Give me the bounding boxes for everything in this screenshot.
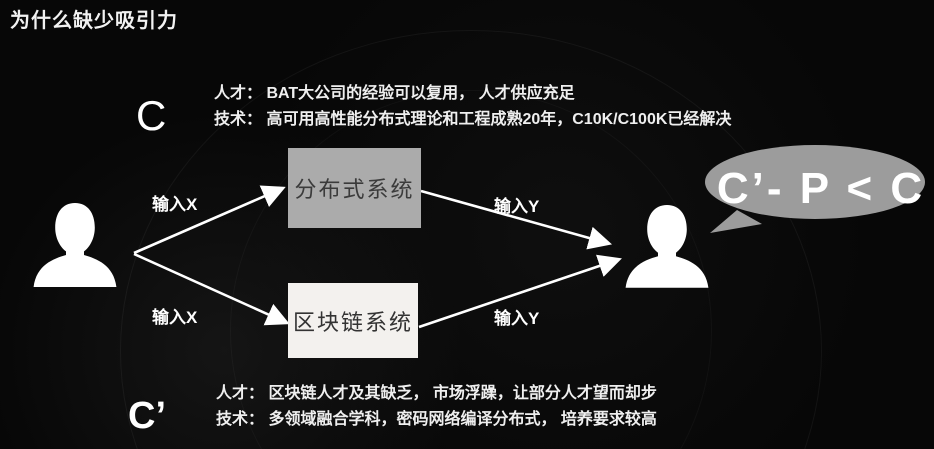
bottom-note-talent: 人才： 区块链人才及其缺乏， 市场浮躁，让部分人才望而却步: [216, 385, 657, 402]
top-note-tech: 技术： 高可用高性能分布式理论和工程成熟20年，C10K/C100K已经解决: [214, 111, 732, 128]
arrow-input-y-top: [420, 189, 613, 250]
top-annotation: 人才： BAT大公司的经验可以复用， 人才供应充足 技术： 高可用高性能分布式理…: [214, 81, 731, 133]
distributed-system-label: 分布式系统: [294, 177, 415, 202]
person-silhouette-icon: [625, 205, 709, 288]
bottom-annotation: 人才： 区块链人才及其缺乏， 市场浮躁，让部分人才望而却步 技术： 多领域融合学…: [216, 381, 657, 433]
blockchain-system-box: 区块链系统: [288, 283, 418, 358]
arrow-label-input-y-top: 输入Y: [494, 197, 540, 216]
cost-label-c: C: [136, 92, 167, 139]
arrow-label-input-y-bottom: 输入Y: [494, 309, 540, 328]
slide-title: 为什么缺少吸引力: [10, 10, 178, 32]
arrow-input-y-bottom: [418, 254, 622, 329]
bubble-formula: C’- P < C: [716, 164, 926, 213]
arrow-label-input-x-bottom: 输入X: [152, 308, 198, 327]
cost-label-c-prime: C’: [128, 395, 166, 437]
arrow-input-x-top: [133, 185, 286, 255]
person-silhouette-icon: [33, 203, 117, 287]
bottom-note-tech: 技术： 多领域融合学科，密码网络编译分布式， 培养要求较高: [216, 411, 657, 428]
speech-bubble: [705, 145, 925, 233]
top-note-talent: 人才： BAT大公司的经验可以复用， 人才供应充足: [214, 85, 575, 102]
distributed-system-box: 分布式系统: [288, 148, 421, 228]
arrow-label-input-x-top: 输入X: [152, 195, 198, 214]
blockchain-system-label: 区块链系统: [292, 309, 413, 335]
arrow-input-x-bottom: [133, 252, 290, 326]
